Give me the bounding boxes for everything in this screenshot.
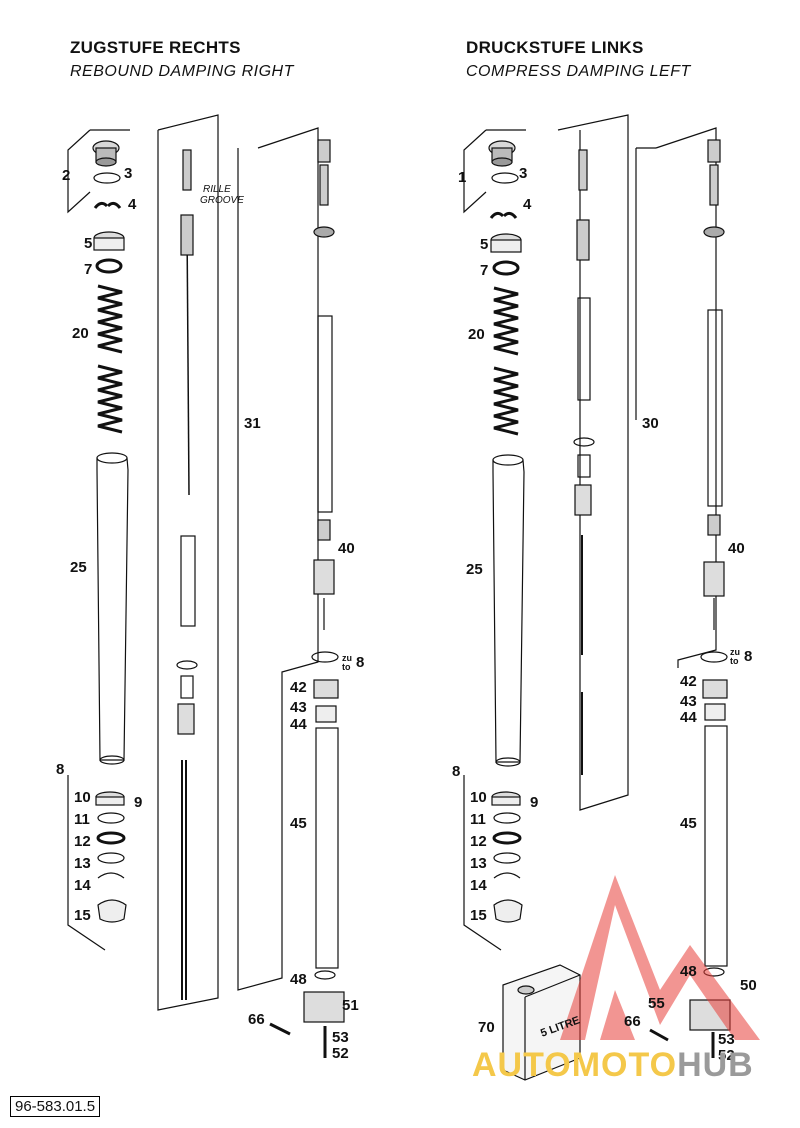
right-diagram (463, 114, 731, 1081)
watermark-text: AUTOMOTOHUB (472, 1046, 754, 1085)
part-label-11: 11 (74, 811, 90, 828)
part-label-43: 43 (680, 693, 697, 710)
part-label-5: 5 (480, 236, 489, 253)
part-label-7: 7 (480, 262, 489, 279)
part-label-3: 3 (124, 165, 133, 182)
part-label-42: 42 (680, 673, 697, 690)
part-label-5: 5 (84, 235, 93, 252)
part-label-55: 55 (648, 995, 665, 1012)
left-diagram (67, 114, 345, 1058)
part-label-9: 9 (134, 794, 143, 811)
part-label-12: 12 (74, 833, 91, 850)
part-label-70: 70 (478, 1019, 495, 1036)
left-subtitle: REBOUND DAMPING RIGHT (70, 63, 294, 80)
part-label-15: 15 (74, 907, 91, 924)
part-label-43: 43 (290, 699, 307, 716)
part-label-4: 4 (523, 196, 532, 213)
part-label-25: 25 (70, 559, 87, 576)
part-label-45: 45 (290, 815, 307, 832)
part-label-51: 51 (342, 997, 359, 1014)
zu-label: zu (730, 647, 740, 657)
part-label-66: 66 (248, 1011, 265, 1028)
watermark-logo (560, 875, 760, 1040)
part-label-10: 10 (470, 789, 487, 806)
right-subtitle: COMPRESS DAMPING LEFT (466, 63, 691, 80)
part-label-40: 40 (728, 540, 745, 557)
part-label-30: 30 (642, 415, 659, 432)
part-label-13: 13 (74, 855, 91, 872)
groove-label-en: GROOVE (200, 195, 244, 206)
part-label-42: 42 (290, 679, 307, 696)
part-label-8: 8 (452, 763, 461, 780)
part-label-52: 52 (332, 1045, 349, 1062)
watermark-text-primary: AUTOMOTO (472, 1046, 678, 1084)
part-label-15: 15 (470, 907, 487, 924)
part-label-20: 20 (72, 325, 89, 342)
zu-to-ref: 8 (744, 648, 753, 665)
part-label-44: 44 (680, 709, 697, 726)
part-label-66: 66 (624, 1013, 641, 1030)
part-label-11: 11 (470, 811, 486, 828)
part-label-48: 48 (680, 963, 697, 980)
to-label: to (730, 656, 739, 666)
part-label-20: 20 (468, 326, 485, 343)
part-label-31: 31 (244, 415, 261, 432)
part-label-13: 13 (470, 855, 487, 872)
part-label-52: 52 (718, 1047, 735, 1064)
part-label-53: 53 (718, 1031, 735, 1048)
right-title: DRUCKSTUFE LINKS (466, 38, 644, 57)
part-label-50: 50 (740, 977, 757, 994)
part-label-45: 45 (680, 815, 697, 832)
part-label-14: 14 (470, 877, 487, 894)
part-label-3: 3 (519, 165, 528, 182)
groove-label-de: RILLE (203, 184, 231, 195)
part-label-48: 48 (290, 971, 307, 988)
zu-to-ref: 8 (356, 654, 365, 671)
part-label-12: 12 (470, 833, 487, 850)
zu-label: zu (342, 653, 352, 663)
part-label-25: 25 (466, 561, 483, 578)
to-label: to (342, 662, 351, 672)
part-label-53: 53 (332, 1029, 349, 1046)
part-label-40: 40 (338, 540, 355, 557)
part-label-9: 9 (530, 794, 539, 811)
part-label-7: 7 (84, 261, 93, 278)
left-title: ZUGSTUFE RECHTS (70, 38, 241, 57)
drawing-code: 96-583.01.5 (10, 1096, 101, 1117)
part-label-4: 4 (128, 196, 137, 213)
watermark-text-secondary: HUB (677, 1046, 754, 1084)
part-label-1: 1 (458, 169, 467, 186)
part-label-44: 44 (290, 716, 307, 733)
part-label-2: 2 (62, 167, 71, 184)
part-label-8: 8 (56, 761, 65, 778)
part-label-14: 14 (74, 877, 91, 894)
part-label-10: 10 (74, 789, 91, 806)
